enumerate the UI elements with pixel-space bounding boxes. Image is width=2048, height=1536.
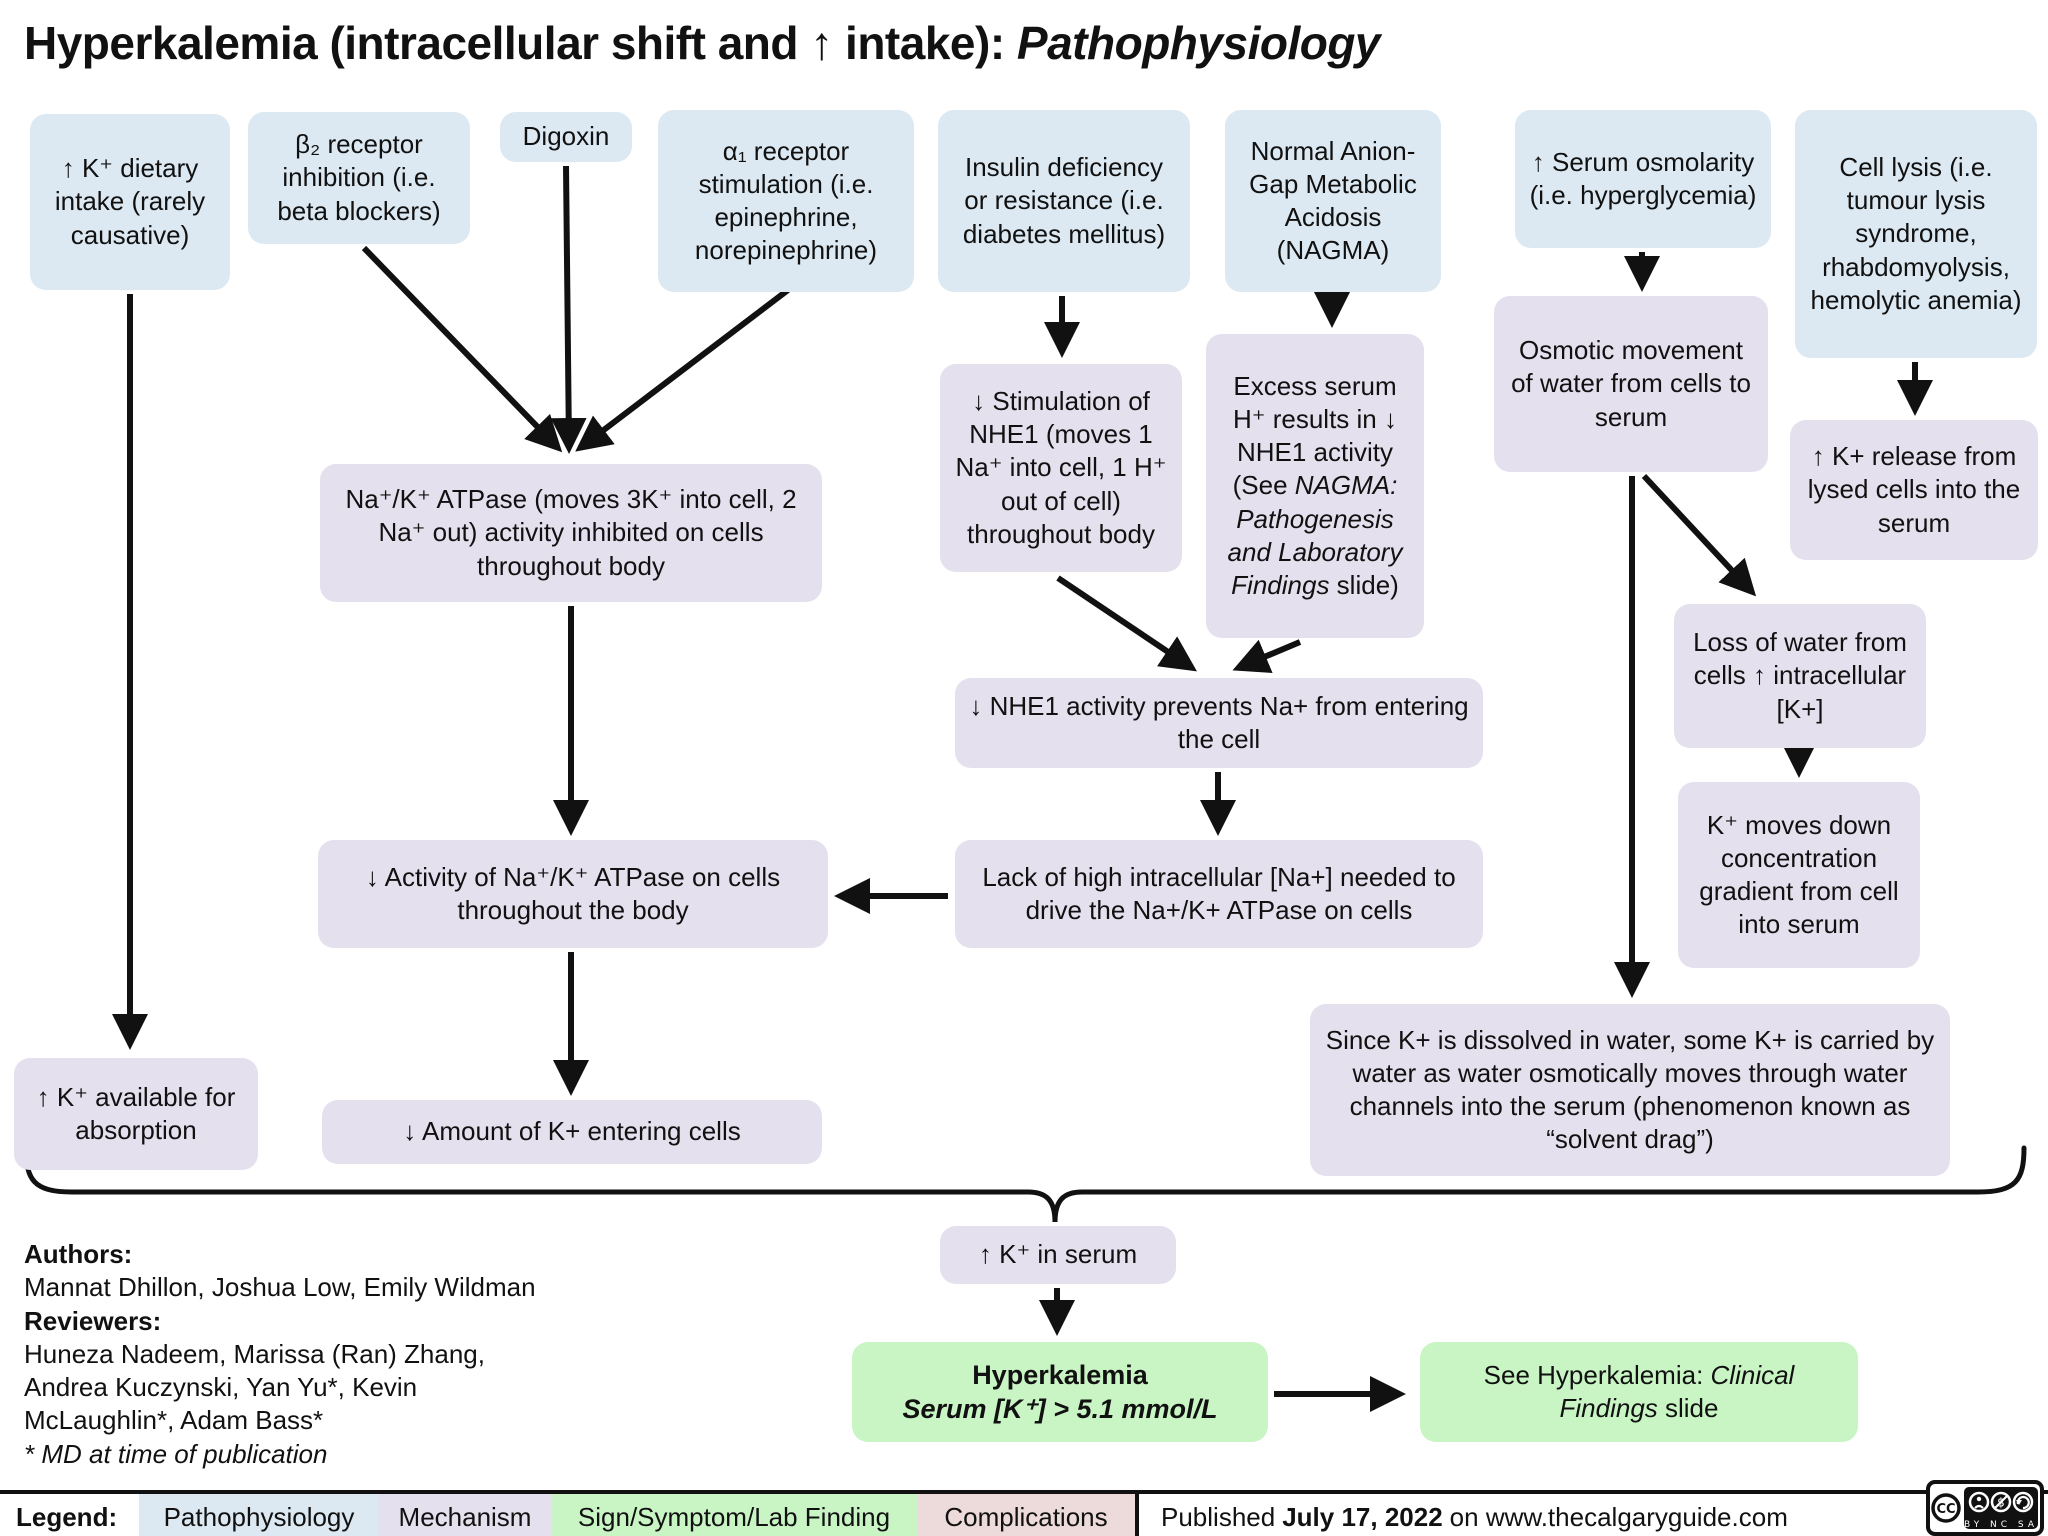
- arrow-stimnhe1-to-nhe1prevents: [1056, 575, 1197, 672]
- credits-block: Authors: Mannat Dhillon, Joshua Low, Emi…: [24, 1238, 624, 1471]
- node-nagma: Normal Anion-Gap Metabolic Acidosis (NAG…: [1225, 110, 1441, 292]
- node-atpase-inhibited: Na⁺/K⁺ ATPase (moves 3K⁺ into cell, 2 Na…: [320, 464, 822, 602]
- page-title-italic: Pathophysiology: [1016, 17, 1381, 69]
- cc-license-badge: CC $ BY NC SA: [1926, 1480, 2044, 1536]
- reviewers-names-line1: Huneza Nadeem, Marissa (Ran) Zhang,: [24, 1338, 485, 1369]
- node-alpha1-stimulation: α₁ receptor stimulation (i.e. epinephrin…: [658, 110, 914, 292]
- node-decreased-k-entering: ↓ Amount of K+ entering cells: [322, 1100, 822, 1164]
- node-solvent-drag: Since K+ is dissolved in water, some K+ …: [1310, 1004, 1950, 1176]
- page-title: Hyperkalemia (intracellular shift and ↑ …: [24, 16, 1381, 70]
- cc-by-icon: [1968, 1491, 1990, 1513]
- arrow-osmotic-to-losswater: [1641, 473, 1757, 597]
- page-title-main: Hyperkalemia (intracellular shift and ↑ …: [24, 17, 1017, 69]
- authors-label: Authors:: [24, 1239, 133, 1269]
- node-osmotic-movement: Osmotic movement of water from cells to …: [1494, 296, 1768, 472]
- node-k-moves-down-gradient: K⁺ moves down concentration gradient fro…: [1678, 782, 1920, 968]
- node-digoxin: Digoxin: [500, 112, 632, 162]
- node-lack-intracellular-na: Lack of high intracellular [Na+] needed …: [955, 840, 1483, 948]
- node-excess-serum-h: Excess serum H⁺ results in ↓ NHE1 activi…: [1206, 334, 1424, 638]
- legend-label: Legend:: [16, 1501, 118, 1532]
- svg-text:CC: CC: [1936, 1502, 1955, 1517]
- node-beta2-inhibition: β₂ receptor inhibition (i.e. beta blocke…: [248, 112, 470, 244]
- node-k-release-lysed-cells: ↑ K+ release from lysed cells into the s…: [1790, 420, 2038, 560]
- reviewers-label: Reviewers:: [24, 1305, 162, 1336]
- node-see-clinical-findings: See Hyperkalemia: Clinical Findings slid…: [1420, 1342, 1858, 1442]
- reviewers-names-line3: McLaughlin*, Adam Bass*: [24, 1405, 324, 1436]
- hyperkalemia-threshold: Serum [K⁺] > 5.1 mmol/L: [902, 1394, 1218, 1424]
- arrow-beta2-to-atpase: [361, 245, 563, 453]
- md-note: * MD at time of publication: [24, 1438, 328, 1469]
- legend-item-sign-symptom: Sign/Symptom/Lab Finding: [551, 1494, 917, 1536]
- node-insulin-deficiency: Insulin deficiency or resistance (i.e. d…: [938, 110, 1190, 292]
- legend-item-pathophysiology: Pathophysiology: [139, 1494, 379, 1536]
- arrow-excessh-to-nhe1prevents: [1232, 639, 1302, 673]
- node-k-in-serum: ↑ K⁺ in serum: [940, 1226, 1176, 1284]
- cc-icon: [1931, 1493, 1961, 1523]
- cc-nc-icon: [1990, 1491, 2012, 1513]
- published-note: Published July 17, 2022 on www.thecalgar…: [1161, 1501, 1788, 1532]
- reviewers-names-line2: Andrea Kuczynski, Yan Yu*, Kevin: [24, 1372, 418, 1403]
- legend-item-mechanism: Mechanism: [379, 1494, 551, 1536]
- node-decreased-atpase-activity: ↓ Activity of Na⁺/K⁺ ATPase on cells thr…: [318, 840, 828, 948]
- svg-text:BY NC SA: BY NC SA: [1964, 1520, 2038, 1530]
- node-decreased-nhe1-stimulation: ↓ Stimulation of NHE1 (moves 1 Na⁺ into …: [940, 364, 1182, 572]
- node-k-available-absorption: ↑ K⁺ available for absorption: [14, 1058, 258, 1170]
- node-nhe1-prevents-na: ↓ NHE1 activity prevents Na+ from enteri…: [955, 678, 1483, 768]
- node-hyperkalemia: Hyperkalemia Serum [K⁺] > 5.1 mmol/L: [852, 1342, 1268, 1442]
- legend-divider: [1135, 1494, 1139, 1536]
- node-k-dietary-intake: ↑ K⁺ dietary intake (rarely causative): [30, 114, 230, 290]
- arrow-digoxin-to-atpase: [550, 165, 587, 454]
- cc-sa-icon: [2012, 1491, 2034, 1513]
- node-cell-lysis: Cell lysis (i.e. tumour lysis syndrome, …: [1795, 110, 2037, 358]
- arrow-alpha1-to-atpase: [575, 287, 790, 452]
- node-loss-of-water: Loss of water from cells ↑ intracellular…: [1674, 604, 1926, 748]
- legend-bar: Legend: Pathophysiology Mechanism Sign/S…: [0, 1490, 2048, 1536]
- node-serum-osmolarity: ↑ Serum osmolarity (i.e. hyperglycemia): [1515, 110, 1771, 248]
- authors-names: Mannat Dhillon, Joshua Low, Emily Wildma…: [24, 1272, 536, 1303]
- legend-item-complications: Complications: [917, 1494, 1135, 1536]
- hyperkalemia-title: Hyperkalemia: [972, 1359, 1148, 1390]
